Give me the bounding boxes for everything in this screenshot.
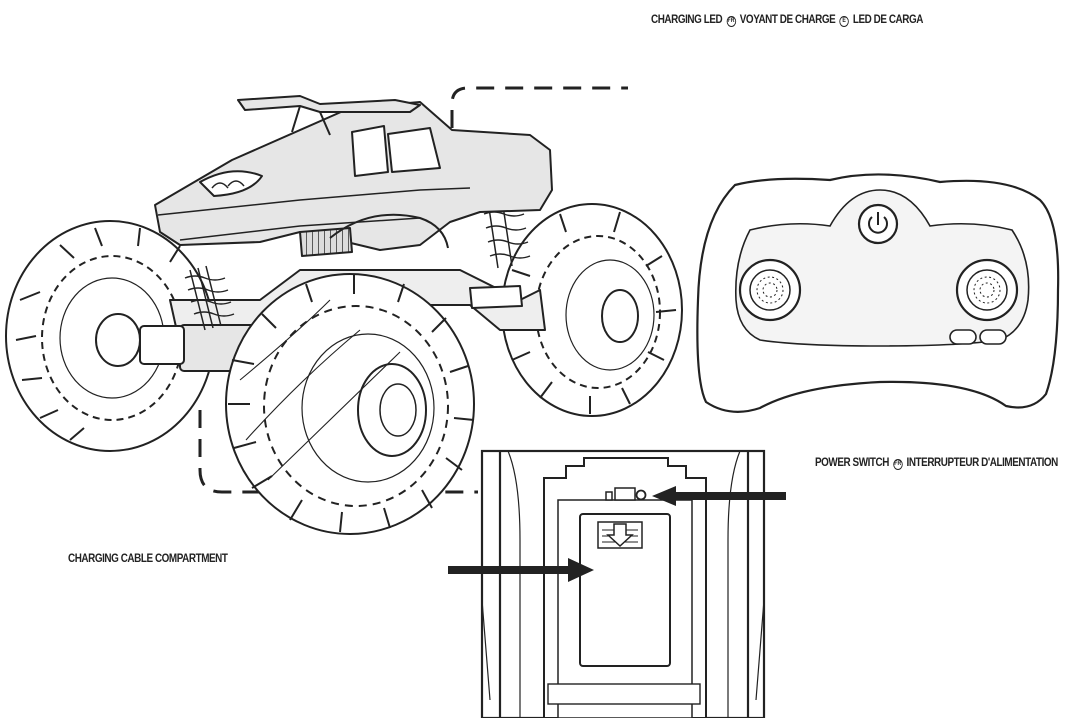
charging-led-label-es: LED DE CARGA xyxy=(852,14,924,26)
rear-left-wheel xyxy=(5,220,215,452)
arrow-right-icon xyxy=(652,486,786,506)
arrow-right-icon xyxy=(448,558,594,582)
arrow-down-icon xyxy=(597,521,643,549)
compartment-leader xyxy=(198,410,478,494)
left-joystick xyxy=(738,258,802,322)
right-joystick xyxy=(955,258,1019,322)
underside-detail xyxy=(480,449,766,718)
charging-led-leader xyxy=(450,86,628,128)
charging-led-label-fr: VOYANT DE CHARGE xyxy=(739,14,836,26)
power-switch-label-fr: INTERRUPTEUR D'ALIMENTATION xyxy=(906,457,1059,469)
trim-button-right xyxy=(979,329,1007,345)
power-switch-label-en: POWER SWITCH xyxy=(815,457,889,469)
leader-lines xyxy=(198,86,628,494)
power-switch-label: POWER SWITCH FR INTERRUPTEUR D'ALIMENTAT… xyxy=(815,457,1058,470)
monster-truck xyxy=(5,95,683,535)
front-right-wheel xyxy=(225,273,475,535)
power-button xyxy=(857,203,899,245)
charging-led-label-en: CHARGING LED xyxy=(651,14,723,26)
french-marker: FR xyxy=(893,459,903,470)
trim-button-left xyxy=(949,329,977,345)
charging-cable-compartment-label: CHARGING CABLE COMPARTMENT xyxy=(68,553,228,565)
truck-body xyxy=(154,95,553,257)
remote-control xyxy=(696,173,1060,413)
spanish-marker: E xyxy=(839,16,849,27)
power-switch xyxy=(605,487,647,501)
charging-led-label: CHARGING LED FR VOYANT DE CHARGE E LED D… xyxy=(651,14,923,27)
remote-faceplate xyxy=(734,189,1030,347)
french-marker: FR xyxy=(726,16,736,27)
power-icon xyxy=(868,212,888,234)
